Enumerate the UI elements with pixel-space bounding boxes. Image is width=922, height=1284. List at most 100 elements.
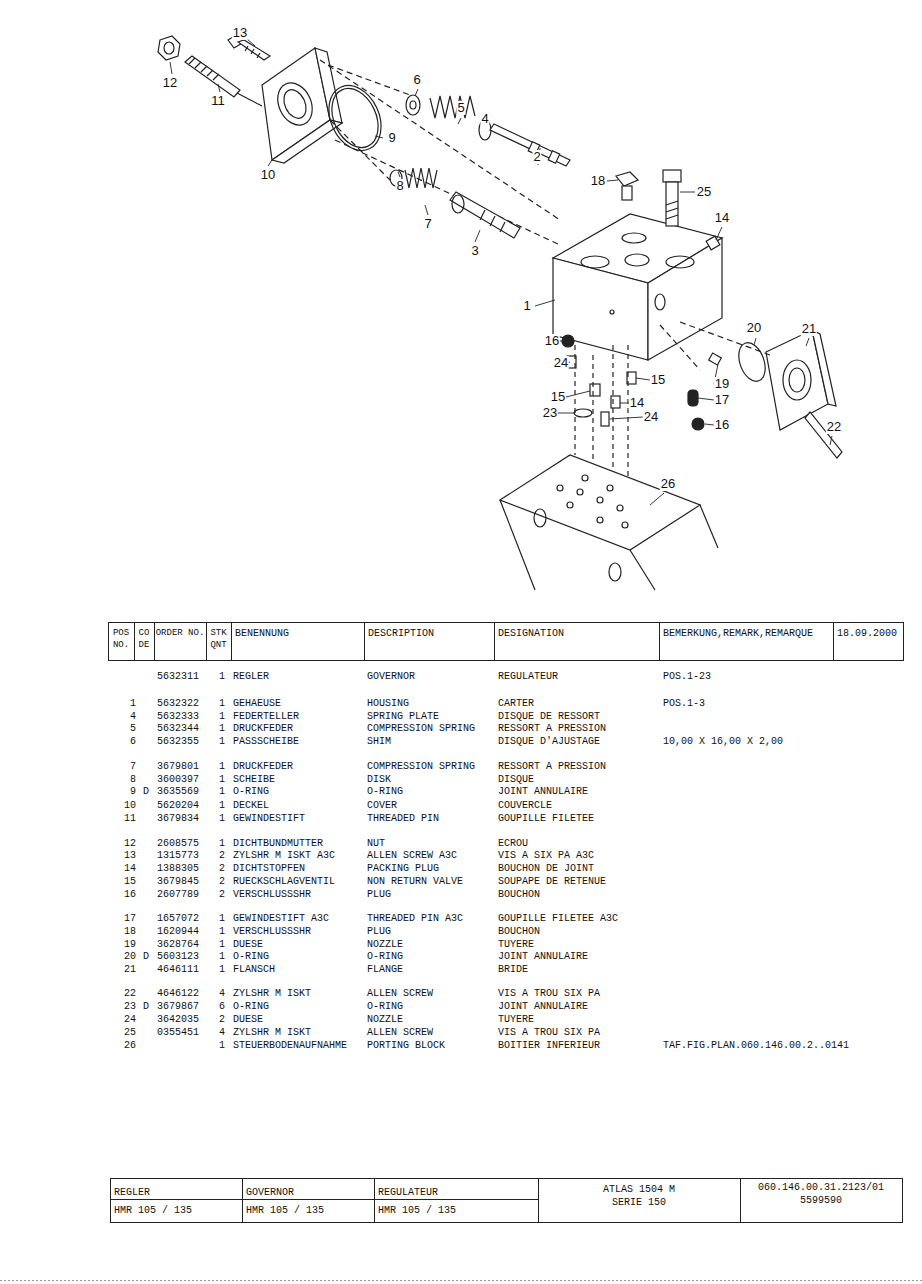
callout-number: 26 [660, 477, 676, 491]
callout-number: 10 [260, 168, 276, 182]
table-cell: 1 [219, 774, 225, 785]
callout-number: 25 [696, 185, 712, 199]
table-cell: 4 [219, 1027, 225, 1038]
table-cell: ZYLSHR M ISKT A3C [233, 850, 335, 861]
table-cell: 1 [219, 723, 225, 734]
footer-cell: HMR 105 / 135 [246, 1205, 324, 1216]
table-cell: DECKEL [233, 800, 269, 811]
table-header-cell: 18.09.2000 [834, 628, 897, 639]
table-cell: 8 [108, 774, 136, 785]
callout-number: 14 [714, 211, 730, 225]
table-cell: 20 [108, 951, 136, 962]
table-cell: 3600397 [157, 774, 199, 785]
callout-number: 1 [522, 299, 531, 313]
table-cell: 12 [108, 838, 136, 849]
callout-number: 13 [232, 26, 248, 40]
footer-cell: HMR 105 / 135 [114, 1205, 192, 1216]
callout-number: 17 [714, 393, 730, 407]
table-cell: THREADED PIN A3C [367, 913, 463, 924]
footer-cell: SERIE 150 [612, 1197, 666, 1208]
callout-number: 23 [542, 406, 558, 420]
table-cell: VERSCHLUSSSHR [233, 926, 311, 937]
table-cell: ALLEN SCREW A3C [367, 850, 457, 861]
table-cell: 5603123 [157, 951, 199, 962]
table-cell: GEHAEUSE [233, 698, 281, 709]
table-cell: 14 [108, 863, 136, 874]
table-cell: 4646111 [157, 964, 199, 975]
table-cell: 16 [108, 889, 136, 900]
table-cell: 2608575 [157, 838, 199, 849]
table-cell: BRIDE [498, 964, 528, 975]
table-cell: 1 [219, 761, 225, 772]
table-cell: DISQUE [498, 774, 534, 785]
table-cell: DISK [367, 774, 391, 785]
table-cell: JOINT ANNULAIRE [498, 786, 588, 797]
callout-number: 24 [643, 410, 659, 424]
table-cell: TUYERE [498, 1014, 534, 1025]
table-cell: GOVERNOR [367, 671, 415, 682]
table-cell: 1 [219, 939, 225, 950]
table-cell: 4646122 [157, 988, 199, 999]
table-cell: 3679834 [157, 813, 199, 824]
table-cell: BOITIER INFERIEUR [498, 1040, 600, 1051]
table-cell: 10,00 X 16,00 X 2,00 [663, 736, 783, 747]
table-cell: 1 [219, 786, 225, 797]
table-cell: POS.1-23 [663, 671, 711, 682]
table-cell: 1 [219, 736, 225, 747]
table-cell: 5632333 [157, 711, 199, 722]
callout-number: 2 [532, 150, 541, 164]
table-cell: GOUPILLE FILETEE A3C [498, 913, 618, 924]
table-cell: 1388305 [157, 863, 199, 874]
table-cell: REGLER [233, 671, 269, 682]
table-cell: 1620944 [157, 926, 199, 937]
footer-cell: REGULATEUR [378, 1187, 438, 1198]
table-cell: 23 [108, 1001, 136, 1012]
table-cell: 24 [108, 1014, 136, 1025]
table-cell: DRUCKFEDER [233, 723, 293, 734]
table-header-cell: DESIGNATION [495, 628, 564, 639]
table-cell: ECROU [498, 838, 528, 849]
table-cell: FLANSCH [233, 964, 275, 975]
table-cell: O-RING [233, 1001, 269, 1012]
table-cell: DICHTBUNDMUTTER [233, 838, 323, 849]
table-cell: BOUCHON [498, 926, 540, 937]
table-header-cell: ORDER NO. [155, 627, 205, 639]
callout-number: 16 [714, 418, 730, 432]
table-cell: 10 [108, 800, 136, 811]
table-cell: PLUG [367, 889, 391, 900]
callout-number: 9 [387, 131, 396, 145]
table-cell: 6 [108, 736, 136, 747]
table-cell: 1 [219, 951, 225, 962]
table-cell: 5632344 [157, 723, 199, 734]
table-header-cell: POS NO. [109, 627, 133, 651]
table-cell: 5632355 [157, 736, 199, 747]
table-cell: COMPRESSION SPRING [367, 761, 475, 772]
table-cell: 7 [108, 761, 136, 772]
table-cell: O-RING [233, 786, 269, 797]
callout-number: 15 [650, 373, 666, 387]
callout-number: 11 [210, 94, 226, 108]
callout-number: 14 [629, 396, 645, 410]
table-cell: RUECKSCHLAGVENTIL [233, 876, 335, 887]
table-cell: 1657072 [157, 913, 199, 924]
table-cell: 2 [219, 1014, 225, 1025]
table-cell: BOUCHON [498, 889, 540, 900]
table-cell: 5620204 [157, 800, 199, 811]
table-cell: 18 [108, 926, 136, 937]
table-cell: JOINT ANNULAIRE [498, 951, 588, 962]
table-cell: 9 [108, 786, 136, 797]
table-cell: D [143, 786, 149, 797]
table-header-cell: BEMERKUNG,REMARK,REMARQUE [660, 628, 813, 639]
table-cell: VERSCHLUSSSHR [233, 889, 311, 900]
table-cell: HOUSING [367, 698, 409, 709]
table-cell: NOZZLE [367, 939, 403, 950]
table-cell: COVER [367, 800, 397, 811]
table-cell: 1 [219, 711, 225, 722]
table-cell: ZYLSHR M ISKT [233, 1027, 311, 1038]
table-cell: DUESE [233, 1014, 263, 1025]
table-cell: DUESE [233, 939, 263, 950]
table-cell: 1 [219, 926, 225, 937]
table-cell: ALLEN SCREW [367, 1027, 433, 1038]
